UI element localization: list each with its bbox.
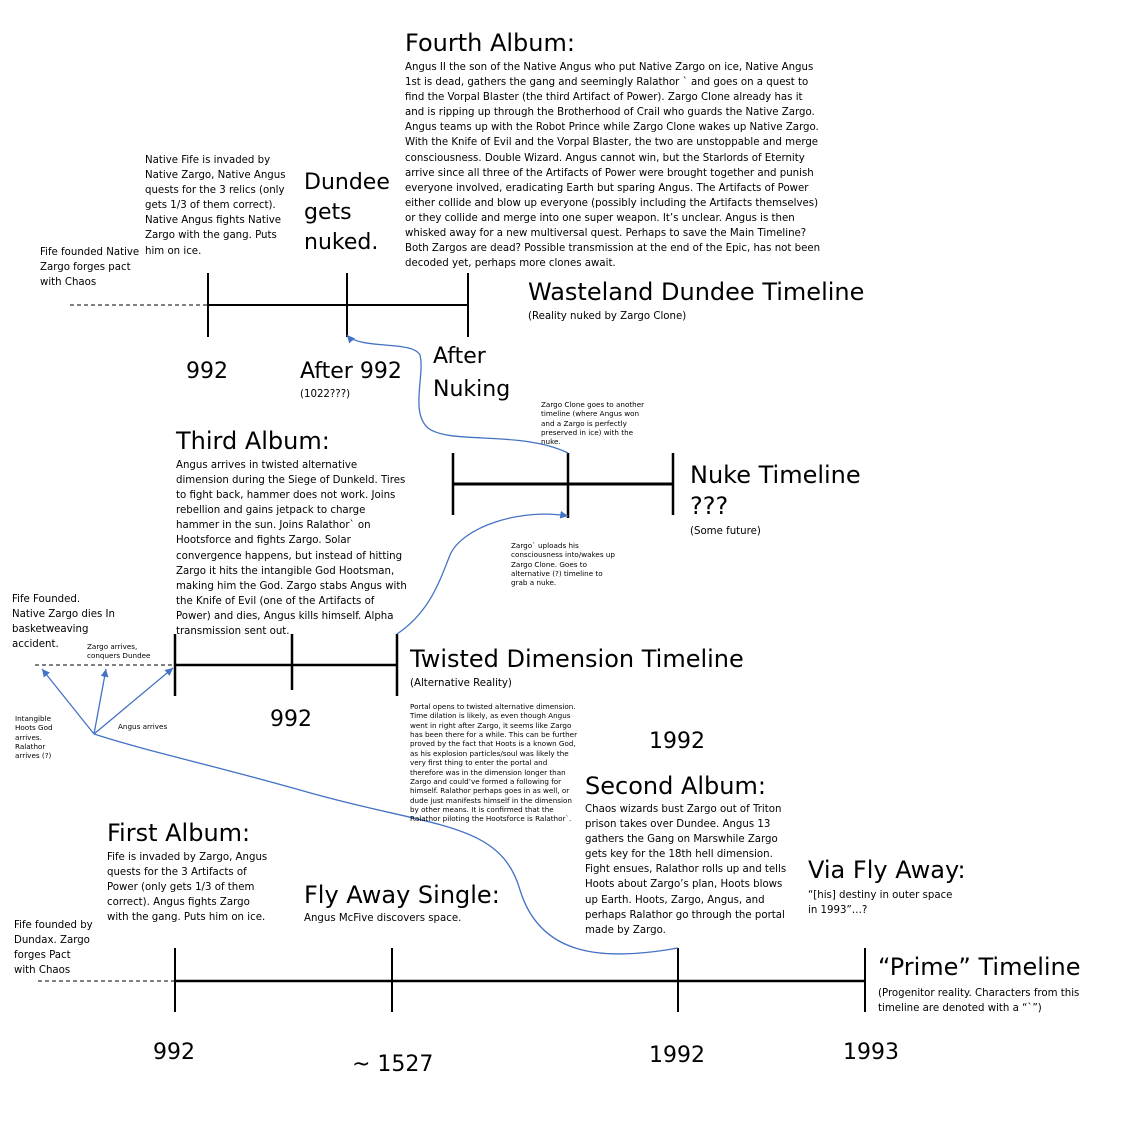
prime-label-1992: 1992 [649, 1043, 705, 1068]
prime-label-1993: 1993 [843, 1040, 899, 1065]
wasteland-label-after-nuking: After Nuking [433, 344, 511, 402]
zargo-arrives-note: Zargo arrives, conquers Dundee [87, 642, 151, 661]
first-album-text: Fife is invaded by Zargo, Angus quests f… [107, 852, 268, 924]
via-fly-away-text: “[his] destiny in outer space in 1993”…? [808, 890, 953, 917]
arrow-fife-founded [41, 668, 95, 735]
prime-title: “Prime” Timeline [878, 953, 1081, 981]
dundee-nuked-note: Dundee gets nuked. [304, 170, 390, 255]
prime-left-note: Fife founded by Dundax. Zargo forges Pac… [14, 920, 93, 977]
third-album-text: Angus arrives in twisted alternative dim… [176, 460, 407, 638]
clone-note: Zargo Clone goes to another timeline (wh… [541, 400, 645, 447]
fly-away-title: Fly Away Single: [304, 881, 500, 909]
fourth-album-title: Fourth Album: [405, 29, 575, 57]
prime-subtitle: (Progenitor reality. Characters from thi… [878, 988, 1080, 1015]
second-album-text: Chaos wizards bust Zargo out of Triton p… [585, 804, 787, 936]
wasteland-left-note: Fife founded Native Zargo forges pact wi… [40, 247, 140, 289]
nuke-title: Nuke Timeline ??? [690, 461, 861, 521]
portal-note: Portal opens to twisted alternative dime… [410, 702, 578, 824]
via-fly-away-title: Via Fly Away: [808, 856, 966, 884]
third-album-title: Third Album: [176, 427, 330, 455]
prime-label-1992-upper: 1992 [649, 729, 705, 754]
first-album-title: First Album: [107, 819, 251, 847]
wasteland-label-992: 992 [186, 359, 228, 384]
prime-label-992: 992 [153, 1040, 195, 1065]
arrow-zargo-arrives [93, 668, 109, 735]
twisted-title: Twisted Dimension Timeline [410, 645, 744, 673]
arrow-angus-arrives [93, 667, 174, 735]
prime-label-1527: ~ 1527 [352, 1052, 434, 1077]
wasteland-subtitle: (Reality nuked by Zargo Clone) [528, 311, 687, 322]
upload-curve [396, 510, 569, 635]
native-fife-note: Native Fife is invaded by Native Zargo, … [145, 155, 286, 257]
clone-curve [346, 334, 569, 454]
second-album-title: Second Album: [585, 772, 766, 800]
wasteland-label-1022: (1022???) [300, 389, 351, 400]
portal-curve [93, 733, 679, 955]
twisted-left-note: Fife Founded. Native Zargo dies In baske… [12, 594, 115, 651]
wasteland-label-after-992: After 992 [300, 359, 402, 384]
angus-arrives-note: Angus arrives [118, 722, 168, 731]
nuke-subtitle: (Some future) [690, 526, 761, 537]
fourth-album-text: Angus II the son of the Native Angus who… [405, 62, 821, 270]
twisted-label-992: 992 [270, 707, 312, 732]
upload-note: Zargo` uploads his consciousness into/wa… [511, 541, 615, 588]
wasteland-title: Wasteland Dundee Timeline [528, 278, 865, 306]
fly-away-text: Angus McFive discovers space. [304, 913, 462, 924]
hoots-note: Intangible Hoots God arrives. Ralathor a… [15, 714, 53, 761]
twisted-subtitle: (Alternative Reality) [410, 678, 512, 689]
